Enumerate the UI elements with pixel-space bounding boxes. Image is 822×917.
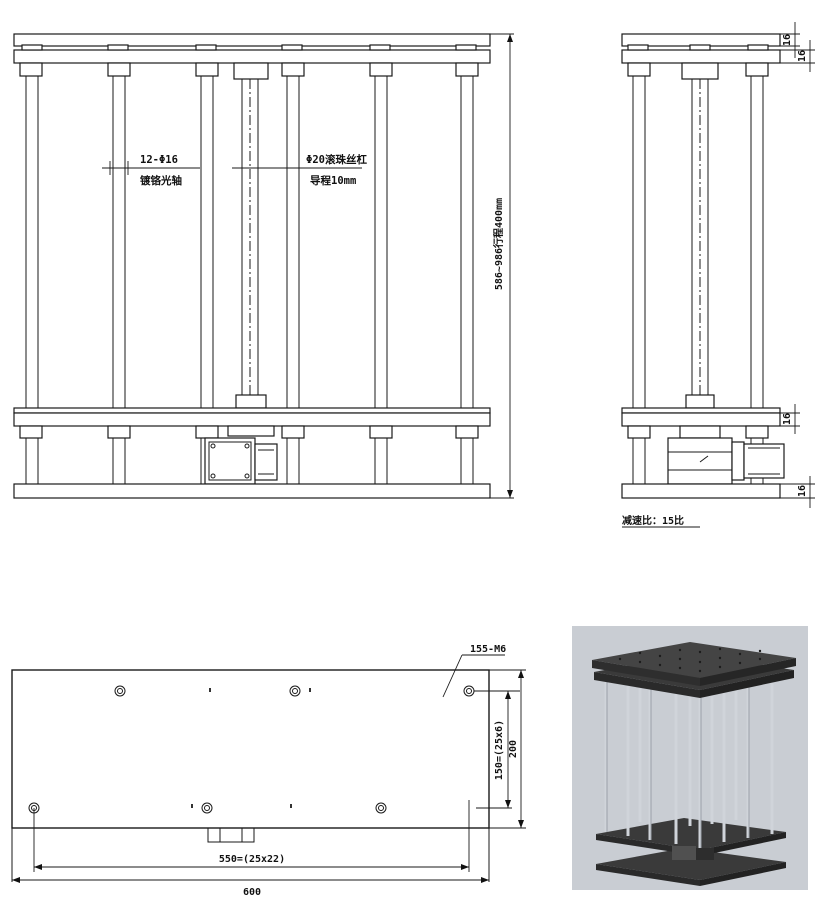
side-gearbox [667, 425, 785, 485]
bushing [369, 62, 393, 77]
front-view: 12-Φ16 镀铬光轴 Φ20滚珠丝杠 导程10mm 586~986行程400m… [13, 33, 514, 499]
plan-view: 155-M6 150=(25x6) 200 550=(25x22) 600 [11, 644, 526, 898]
height-dimension: 586~986行程400mm [492, 198, 505, 290]
bushing [281, 62, 305, 77]
plate-thickness-1: 16 [782, 34, 793, 46]
front-top-plate [13, 33, 491, 47]
plate-thickness-2: 16 [797, 50, 808, 62]
motor-gearbox [204, 425, 278, 485]
plate-thickness-4: 16 [797, 485, 808, 497]
plan-plate-outline [11, 669, 490, 829]
nut [369, 44, 391, 51]
nut [21, 44, 43, 51]
side-top-plate [621, 33, 781, 47]
dim-550: 550=(25x22) [219, 854, 285, 865]
bushing [195, 425, 219, 439]
3d-render [572, 626, 808, 890]
bushing [195, 62, 219, 77]
nut [107, 44, 129, 51]
screw-label-line2: 导程10mm [310, 174, 356, 187]
side-bottom-plate [621, 483, 781, 499]
bushing [281, 425, 305, 439]
render-hole-grid [618, 647, 762, 673]
side-screw-nut-block [681, 62, 719, 80]
bushing [107, 62, 131, 77]
render-lower-plate [596, 818, 786, 850]
dim-150: 150=(25x6) [494, 720, 505, 780]
plan-motor-mount [207, 827, 255, 843]
bushing [107, 425, 131, 439]
plate-thickness-3: 16 [782, 413, 793, 425]
bushing [455, 62, 479, 77]
gear-ratio-note: 减速比：15比 [622, 514, 684, 527]
nut [455, 44, 477, 51]
screw-nut-block [233, 62, 269, 80]
dim-200: 200 [508, 740, 519, 758]
side-lower-plate [621, 407, 781, 414]
shaft-label-line2: 镀铬光轴 [140, 174, 182, 187]
render-rods [604, 662, 774, 848]
screw-bearing-block [235, 394, 267, 409]
front-bottom-plate [13, 483, 491, 499]
mounting-holes [28, 685, 475, 814]
nut [281, 44, 303, 51]
nut [195, 44, 217, 51]
dim-600: 600 [243, 887, 261, 898]
render-top-plate [592, 642, 796, 678]
bushing [19, 425, 43, 439]
side-top-plate-2 [621, 49, 781, 64]
bushing [369, 425, 393, 439]
shaft-label-line1: 12-Φ16 [140, 154, 178, 166]
bushing [19, 62, 43, 77]
screw-label-line1: Φ20滚珠丝杠 [306, 153, 367, 166]
front-lower-plate-2 [13, 412, 491, 427]
side-view: 16 16 16 16 减速比：15比 [621, 22, 815, 528]
render-bottom-plate [596, 848, 786, 880]
front-top-plate-2 [13, 49, 491, 64]
holes-label: 155-M6 [470, 644, 506, 655]
front-lower-plate [13, 407, 491, 414]
bushing [455, 425, 479, 439]
